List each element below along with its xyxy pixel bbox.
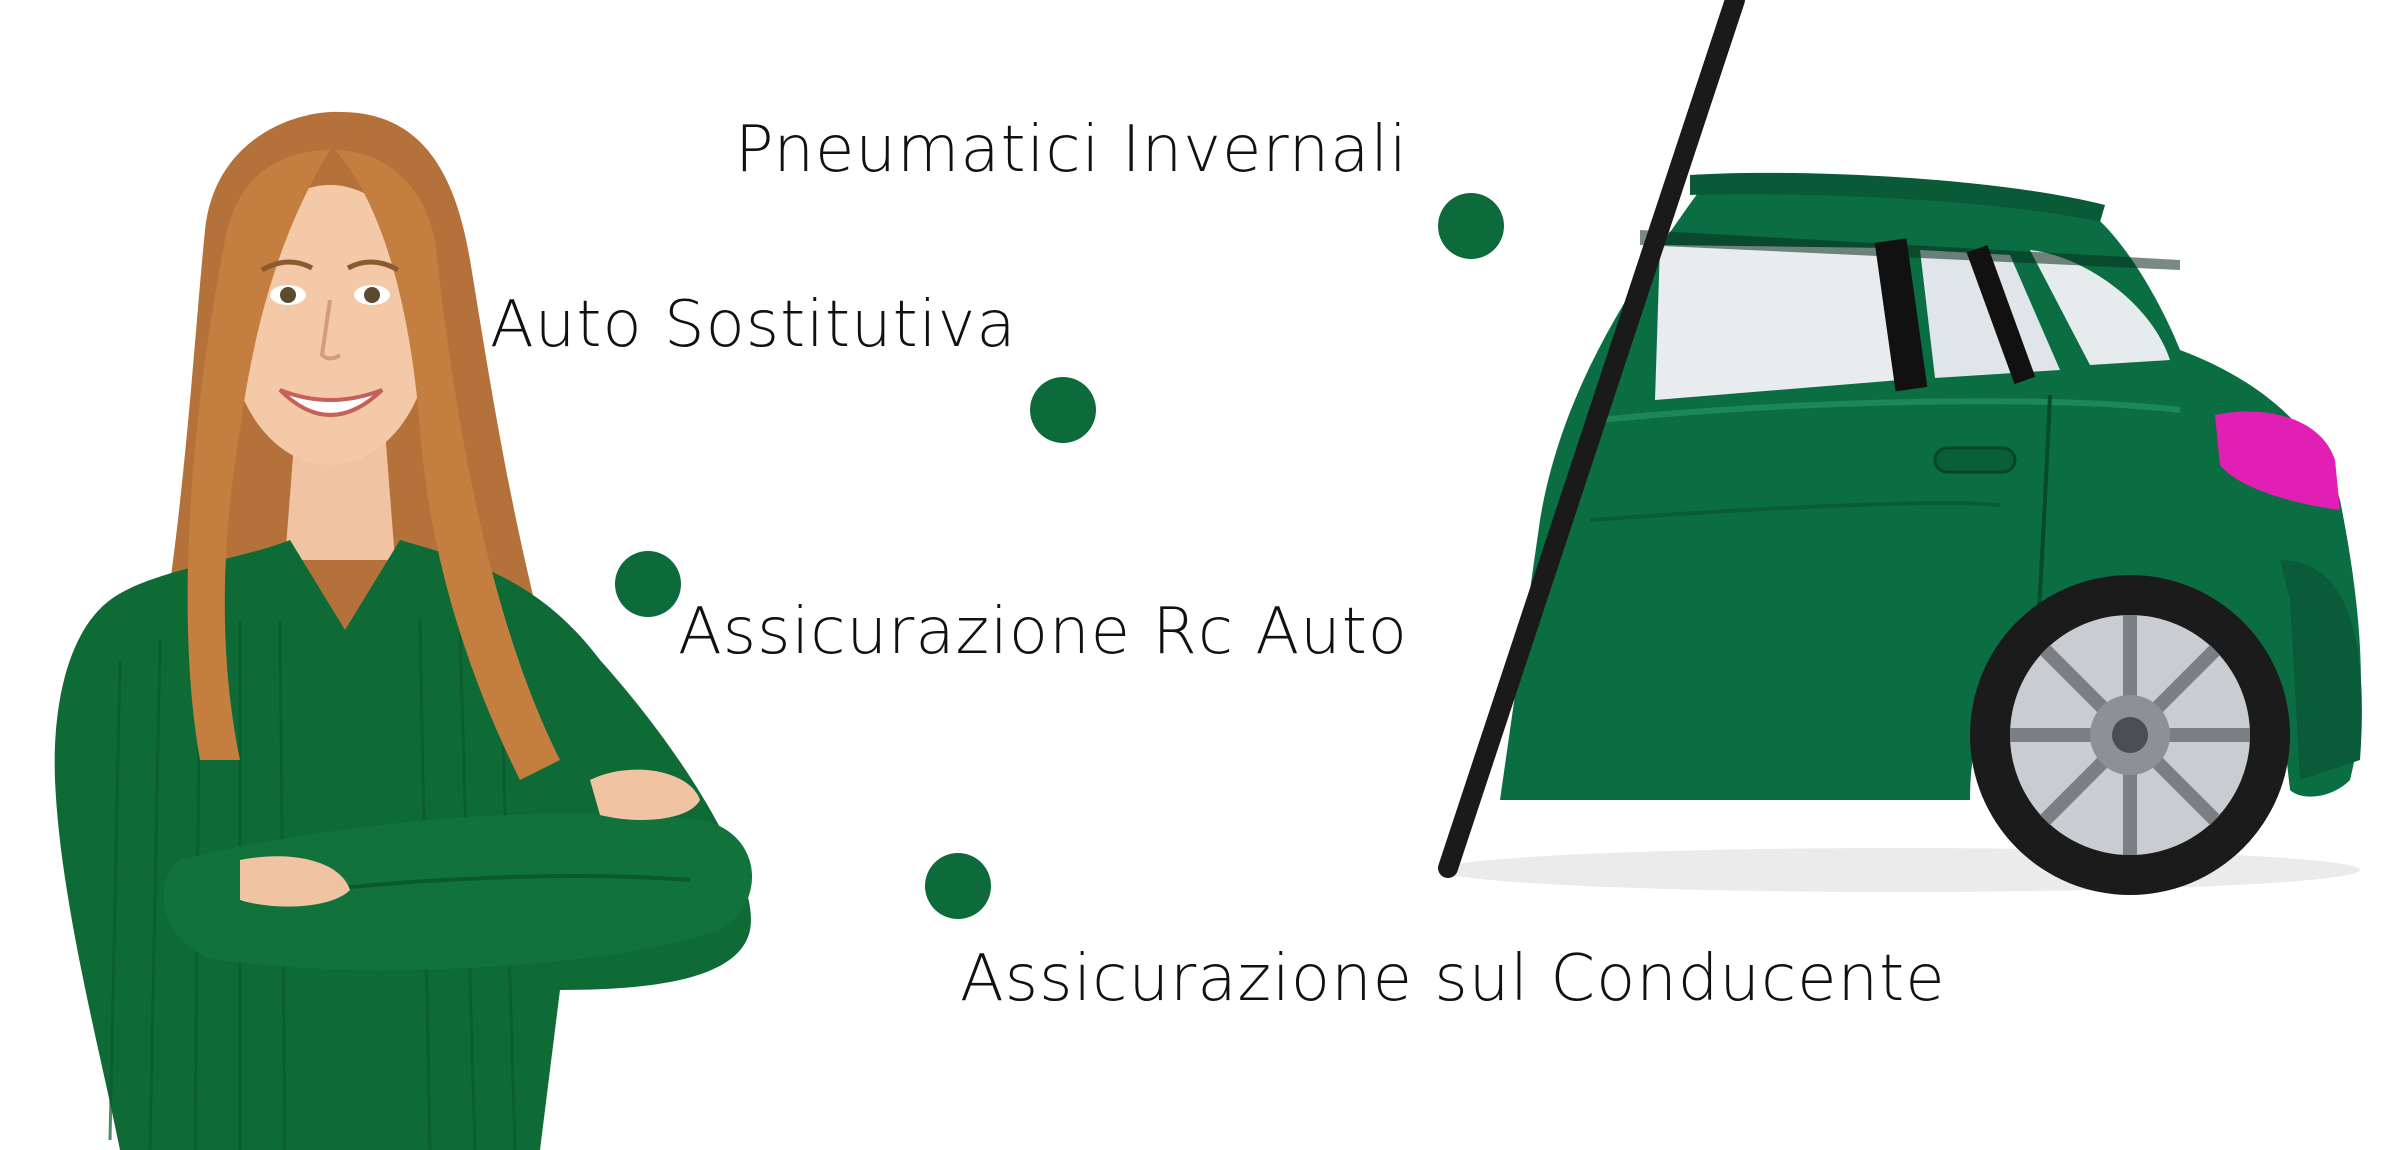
taillight — [2215, 411, 2340, 510]
smile — [278, 388, 384, 417]
car-window-quarter — [2030, 250, 2170, 365]
divider-line — [1438, 0, 1745, 878]
hand-right — [590, 769, 700, 820]
feature-dot-replacement-car — [1030, 377, 1096, 443]
feature-dot-driver-insurance — [925, 853, 991, 919]
hand-left — [240, 856, 350, 907]
car-window-front — [1655, 245, 1900, 400]
feature-label-rc-insurance: Assicurazione Rc Auto — [678, 595, 1408, 669]
door-handle — [1933, 446, 2017, 474]
hair-front — [187, 150, 330, 760]
feature-dot-rc-insurance — [615, 551, 681, 617]
feature-dot-winter-tyres — [1438, 193, 1504, 259]
feature-label-driver-insurance: Assicurazione sul Conducente — [960, 942, 1946, 1016]
feature-label-replacement-car: Auto Sostitutiva — [490, 288, 1017, 362]
arms — [163, 813, 753, 970]
feature-label-winter-tyres: Pneumatici Invernali — [735, 113, 1408, 187]
